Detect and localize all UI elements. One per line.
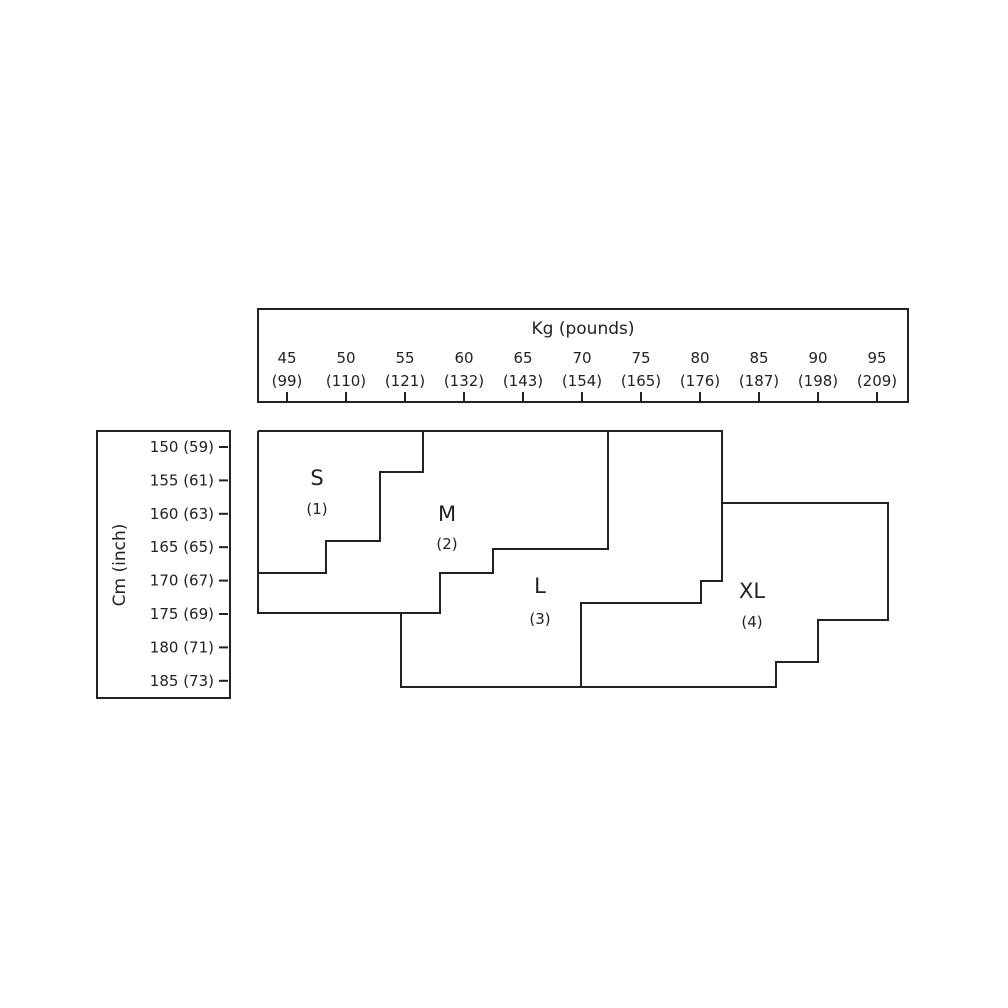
height-tick-label: 175 (69) [150, 605, 214, 623]
weight-tick-lb: (99) [272, 372, 303, 390]
weight-tick-kg: 45 [277, 349, 296, 367]
height-tick-label: 170 (67) [150, 572, 214, 590]
weight-tick-lb: (110) [326, 372, 366, 390]
weight-tick-lb: (143) [503, 372, 543, 390]
weight-tick-kg: 55 [395, 349, 414, 367]
size-l-code: (3) [529, 610, 550, 628]
weight-tick-kg: 70 [572, 349, 591, 367]
weight-tick-kg: 80 [690, 349, 709, 367]
weight-tick-lb: (154) [562, 372, 602, 390]
height-tick-label: 185 (73) [150, 672, 214, 690]
outline-top [257, 430, 889, 688]
weight-tick-kg: 50 [336, 349, 355, 367]
size-s-label: S [310, 466, 323, 490]
height-tick-label: 180 (71) [150, 638, 214, 656]
size-l-label: L [534, 574, 546, 598]
height-axis-box [96, 430, 231, 699]
height-axis-title: Cm (inch) [110, 524, 130, 607]
height-tick-label: 155 (61) [150, 471, 214, 489]
size-xl-label: XL [739, 579, 765, 603]
weight-tick-lb: (165) [621, 372, 661, 390]
size-s-code: (1) [306, 500, 327, 518]
weight-tick-kg: 85 [749, 349, 768, 367]
weight-tick-kg: 75 [631, 349, 650, 367]
size-m-code: (2) [436, 535, 457, 553]
weight-tick-lb: (121) [385, 372, 425, 390]
weight-tick-lb: (187) [739, 372, 779, 390]
boundary-m-l [258, 431, 609, 614]
height-tick-label: 160 (63) [150, 505, 214, 523]
weight-tick-kg: 95 [867, 349, 886, 367]
weight-tick-kg: 60 [454, 349, 473, 367]
boundary-s-m [258, 431, 424, 574]
weight-tick-lb: (198) [798, 372, 838, 390]
weight-tick-lb: (209) [857, 372, 897, 390]
weight-tick-lb: (176) [680, 372, 720, 390]
height-tick-label: 165 (65) [150, 538, 214, 556]
weight-axis-title: Kg (pounds) [532, 319, 635, 339]
weight-tick-kg: 90 [808, 349, 827, 367]
weight-tick-lb: (132) [444, 372, 484, 390]
height-tick-label: 150 (59) [150, 438, 214, 456]
size-m-label: M [438, 502, 456, 526]
weight-tick-kg: 65 [513, 349, 532, 367]
boundary-l-xl [580, 431, 723, 687]
size-xl-code: (4) [741, 613, 762, 631]
